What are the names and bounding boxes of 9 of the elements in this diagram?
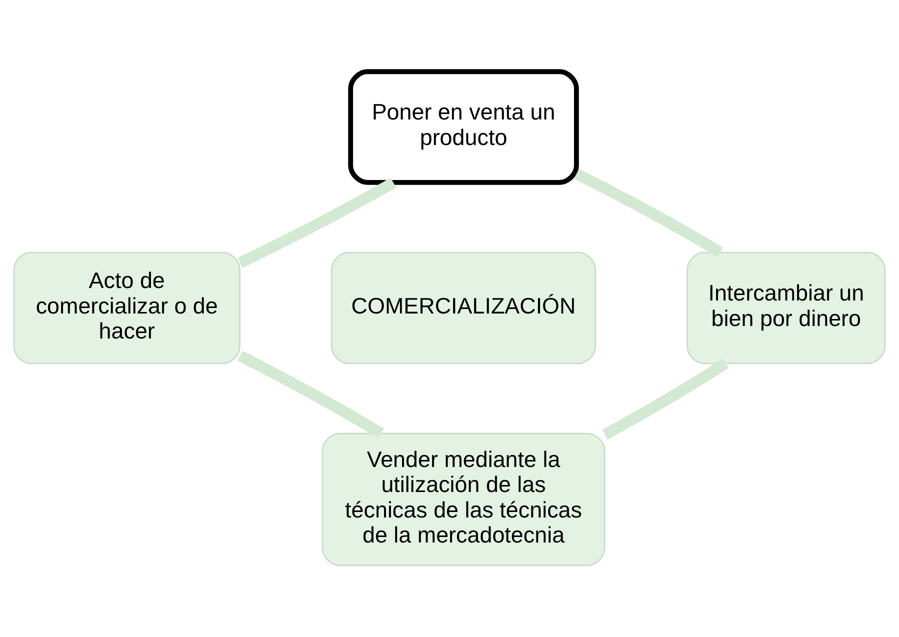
connector bbox=[237, 350, 384, 438]
node-box: Intercambiar un bien por dinero bbox=[686, 252, 886, 364]
connector bbox=[238, 178, 396, 268]
node-box: Acto de comercializar o de hacer bbox=[13, 252, 240, 364]
node-box: Poner en venta un producto bbox=[348, 69, 579, 185]
connector bbox=[574, 168, 724, 258]
node-box: Vender mediante la utilización de las técnicas de las técnicas de la mercadotecnia bbox=[322, 432, 606, 566]
node-box: COMERCIALIZACIÓN bbox=[330, 252, 596, 364]
connector bbox=[602, 358, 728, 440]
